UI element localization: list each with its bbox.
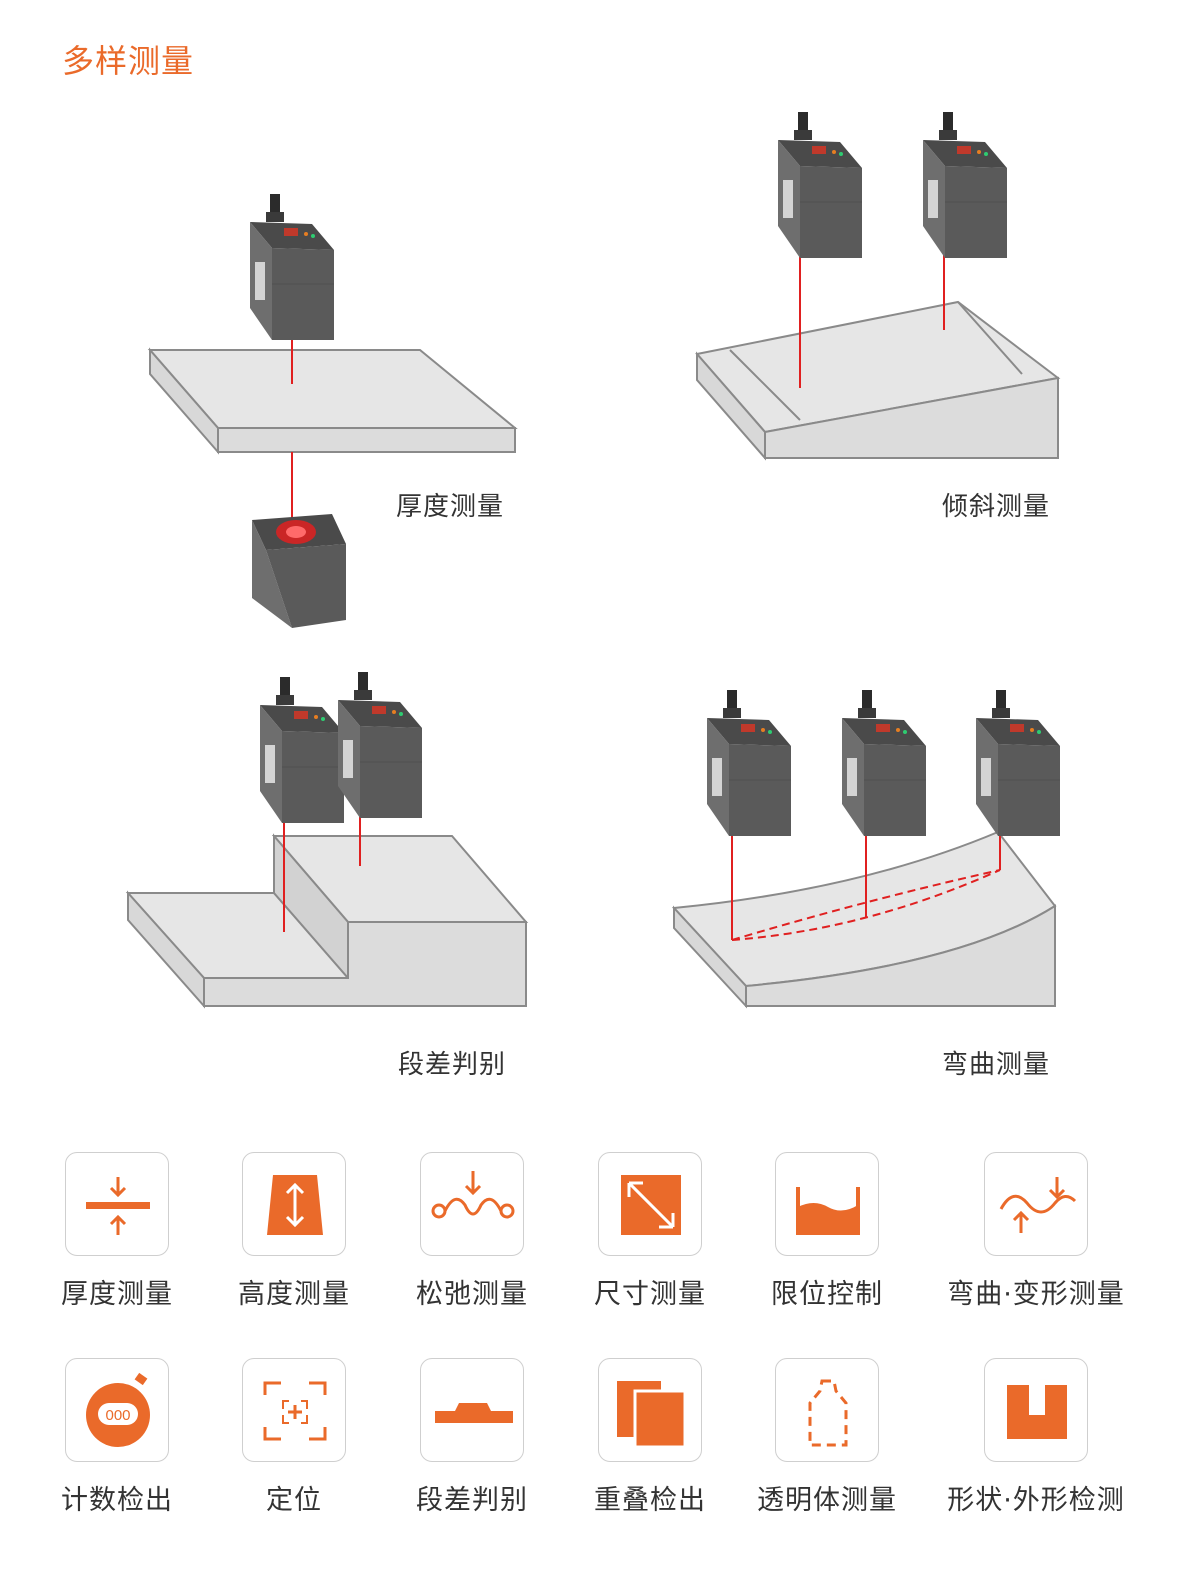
counter-icon: 000 — [86, 1372, 150, 1447]
scene-label-tilt: 倾斜测量 — [942, 492, 1051, 522]
slack-icon — [431, 1171, 515, 1219]
height-icon — [267, 1175, 323, 1235]
slack-card — [420, 1152, 524, 1256]
scene-label-thickness: 厚度测量 — [396, 492, 505, 522]
thickness-icon — [86, 1177, 150, 1235]
feature-label: 段差判别 — [416, 1485, 528, 1516]
transparent-icon — [808, 1379, 848, 1447]
feature-label: 重叠检出 — [594, 1485, 706, 1516]
step-card — [420, 1358, 524, 1462]
limit-icon — [796, 1187, 860, 1235]
transparent-card — [775, 1358, 879, 1462]
page-title: 多样测量 — [62, 42, 195, 80]
sensor-icon — [777, 111, 863, 259]
dimension-icon — [621, 1175, 681, 1235]
feature-label: 形状·外形检测 — [947, 1485, 1125, 1516]
sensor-icon — [841, 689, 927, 837]
position-icon — [263, 1381, 327, 1441]
feature-label: 限位控制 — [771, 1279, 883, 1310]
overlap-icon — [617, 1381, 687, 1449]
feature-label: 定位 — [266, 1485, 322, 1516]
feature-label: 尺寸测量 — [594, 1279, 706, 1310]
sensor-icon — [922, 111, 1008, 259]
sensor-icon — [706, 689, 792, 837]
shape-card — [984, 1358, 1088, 1462]
thickness-scene — [147, 193, 518, 628]
bend-card — [984, 1152, 1088, 1256]
feature-label: 厚度测量 — [61, 1279, 173, 1310]
position-card — [242, 1358, 346, 1462]
sensor-icon — [337, 671, 423, 819]
feature-label: 弯曲·变形测量 — [947, 1279, 1125, 1310]
scene-label-step: 段差判别 — [398, 1050, 507, 1080]
height-card — [242, 1152, 346, 1256]
feature-label: 松弛测量 — [416, 1279, 528, 1310]
bend-icon — [999, 1177, 1077, 1233]
counter-text: 000 — [105, 1407, 130, 1424]
dimension-card — [598, 1152, 702, 1256]
overlap-card — [598, 1358, 702, 1462]
step-scene — [125, 671, 529, 1009]
illustration-canvas — [125, 111, 1061, 1009]
limit-card — [775, 1152, 879, 1256]
sensor-bottom-icon — [252, 514, 346, 628]
feature-label: 计数检出 — [61, 1485, 173, 1516]
counter-card: 000 — [65, 1358, 169, 1462]
sensor-icon — [259, 676, 345, 824]
feature-label: 透明体测量 — [757, 1485, 897, 1516]
tilt-scene — [695, 111, 1061, 461]
sensor-top-icon — [249, 193, 335, 341]
shape-icon — [1007, 1385, 1067, 1439]
feature-label: 高度测量 — [238, 1279, 350, 1310]
thickness-card — [65, 1152, 169, 1256]
bend-scene — [671, 689, 1061, 1009]
scene-label-bend: 弯曲测量 — [942, 1050, 1051, 1080]
sensor-icon — [975, 689, 1061, 837]
step-icon — [435, 1403, 513, 1423]
